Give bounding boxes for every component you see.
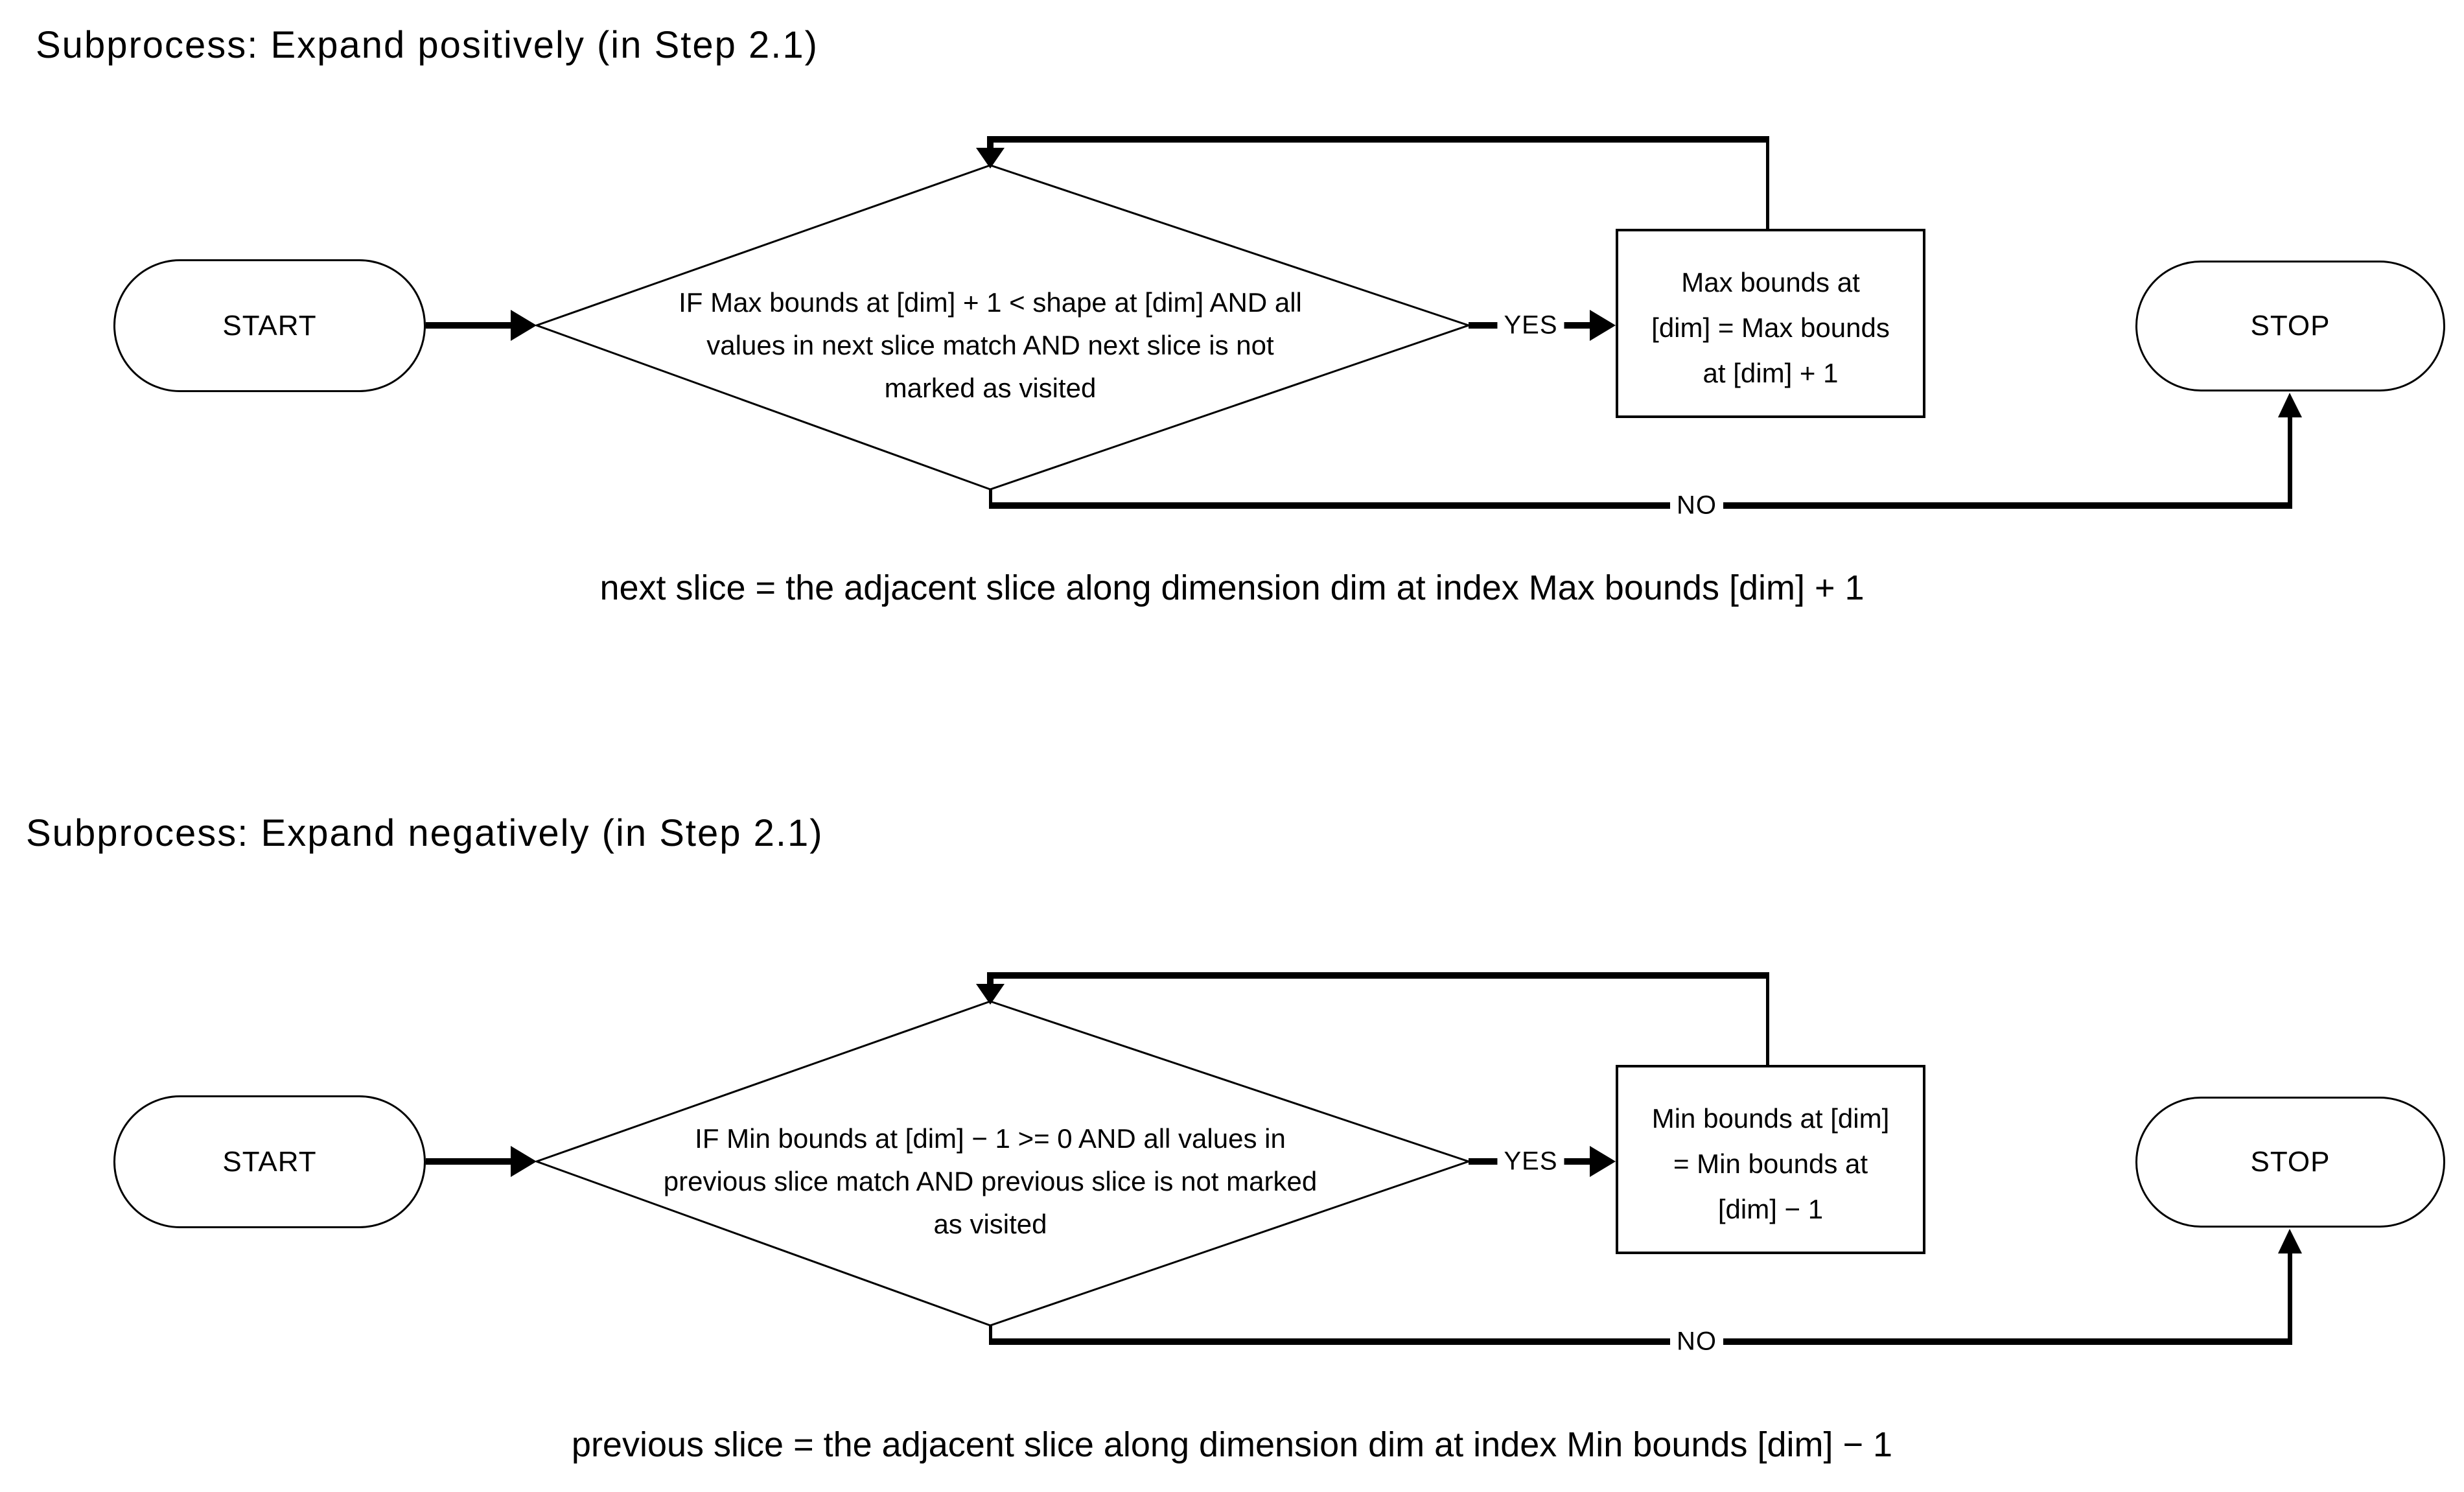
flowchart-title: Subprocess: Expand positively (in Step 2… xyxy=(36,24,819,66)
process-line-2: = Min bounds at xyxy=(1673,1148,1868,1179)
start-arrow-head xyxy=(511,310,537,341)
decision-line-1: IF Min bounds at [dim] − 1 >= 0 AND all … xyxy=(695,1123,1286,1154)
decision-line-2: values in next slice match AND next slic… xyxy=(706,329,1274,360)
decision-text: IF Max bounds at [dim] + 1 < shape at [d… xyxy=(614,165,1366,489)
flowchart-caption: next slice = the adjacent slice along di… xyxy=(599,568,1865,607)
decision-line-1: IF Max bounds at [dim] + 1 < shape at [d… xyxy=(679,286,1302,318)
no-edge-label: NO xyxy=(1670,491,1723,520)
stop-label: STOP xyxy=(2250,310,2330,342)
flowchart-geometry xyxy=(426,136,2302,509)
decision-line-3: marked as visited xyxy=(884,372,1097,403)
stop-node: STOP xyxy=(2135,1097,2445,1228)
process-node: Max bounds at [dim] = Max bounds at [dim… xyxy=(1616,229,1925,418)
process-line-3: at [dim] + 1 xyxy=(1703,358,1839,388)
yes-edge-label: YES xyxy=(1497,310,1564,340)
start-label: START xyxy=(222,309,317,342)
no-path-vertical xyxy=(2288,415,2292,506)
yes-edge-label: YES xyxy=(1497,1147,1564,1176)
loop-arrow-vertical xyxy=(1766,139,1769,230)
decision-line-3: as visited xyxy=(933,1208,1047,1239)
no-arrow-head xyxy=(2278,393,2302,417)
decision-text: IF Min bounds at [dim] − 1 >= 0 AND all … xyxy=(614,1001,1366,1325)
process-node: Min bounds at [dim] = Min bounds at [dim… xyxy=(1616,1065,1925,1254)
loop-arrow-head xyxy=(976,148,1005,169)
process-line-2: [dim] = Max bounds xyxy=(1651,312,1890,343)
start-arrow-line xyxy=(426,322,513,329)
loop-arrow-stub xyxy=(987,136,994,150)
stop-label: STOP xyxy=(2250,1146,2330,1178)
start-node: START xyxy=(113,259,426,392)
process-line-1: Min bounds at [dim] xyxy=(1651,1103,1890,1134)
yes-arrow-head xyxy=(1590,310,1616,341)
start-label: START xyxy=(222,1145,317,1178)
process-line-3: [dim] − 1 xyxy=(1717,1194,1824,1224)
no-path-line xyxy=(989,502,2292,509)
flowchart-expand-negatively: Subprocess: Expand negatively (in Step 2… xyxy=(0,812,2464,1492)
decision-line-2: previous slice match AND previous slice … xyxy=(663,1165,1318,1196)
flowchart-caption: previous slice = the adjacent slice alon… xyxy=(571,1425,1893,1464)
loop-arrow-horizontal xyxy=(987,136,1769,143)
flowchart-title: Subprocess: Expand negatively (in Step 2… xyxy=(26,812,824,854)
no-edge-label: NO xyxy=(1670,1327,1723,1357)
start-node: START xyxy=(113,1095,426,1228)
process-line-1: Max bounds at xyxy=(1681,267,1860,297)
flowchart-expand-positively: Subprocess: Expand positively (in Step 2… xyxy=(36,24,2445,607)
stop-node: STOP xyxy=(2135,261,2445,391)
no-path-stub xyxy=(989,489,992,504)
